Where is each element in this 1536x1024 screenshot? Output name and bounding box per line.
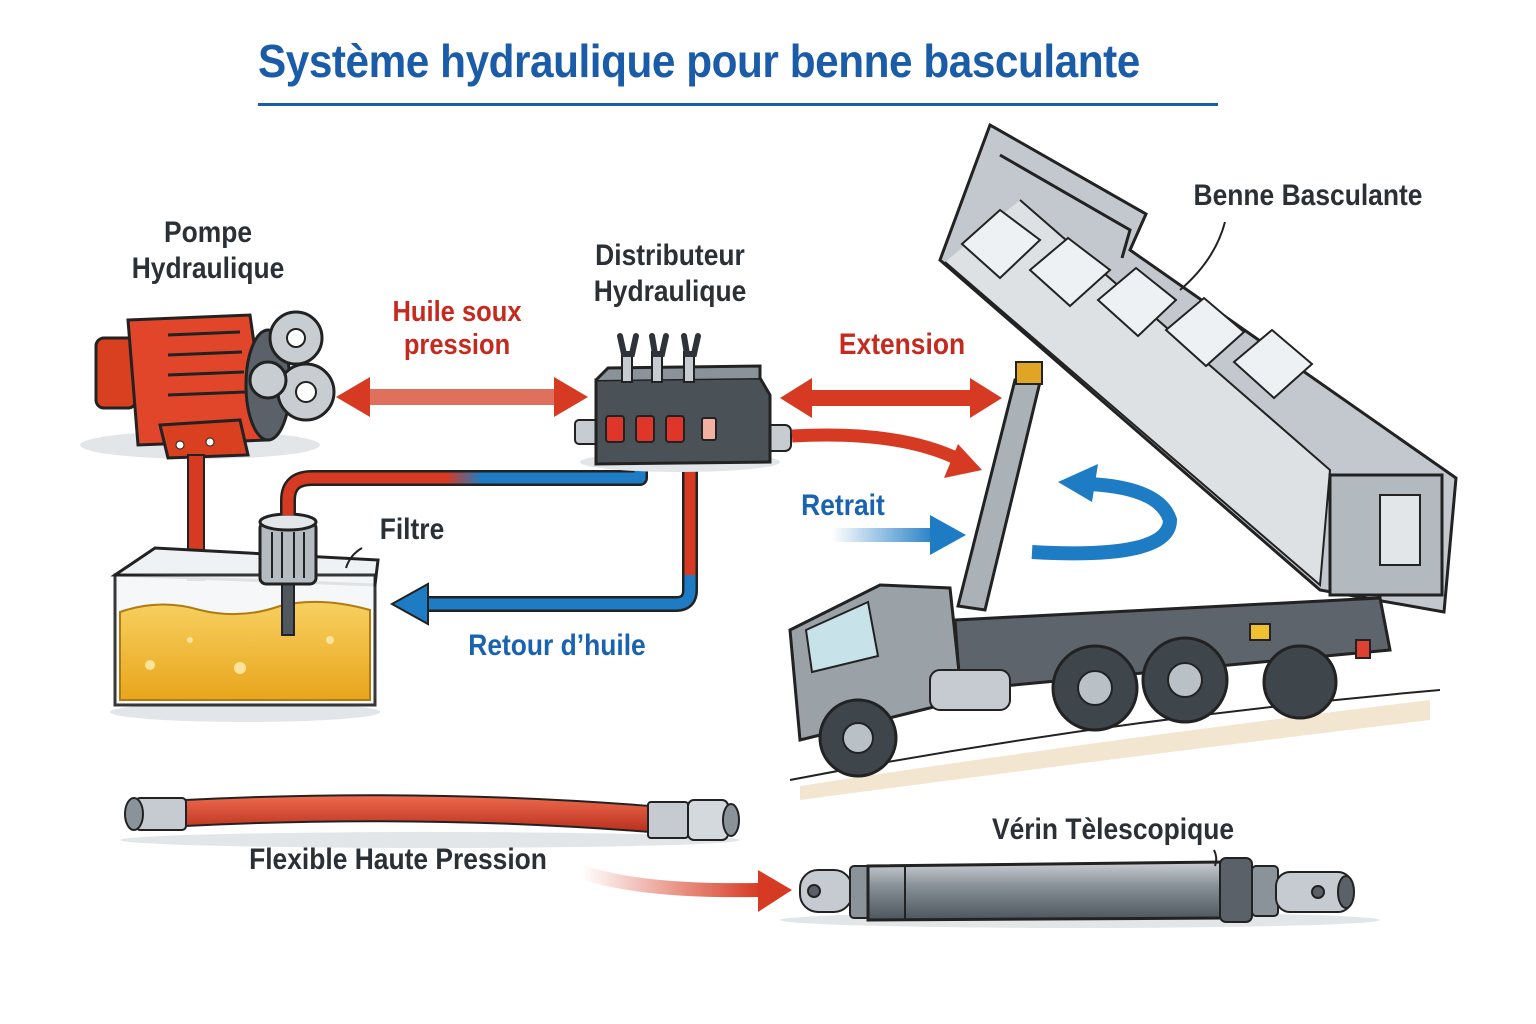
pressure-flow-label: Huile soux pression (382, 296, 532, 362)
retract-arrowhead (930, 515, 966, 555)
hose-label: Flexible Haute Pression (249, 843, 547, 876)
retract-arrow-shaft (832, 528, 938, 542)
dump-truck-icon (788, 122, 1458, 800)
filter-leader-line (345, 547, 363, 569)
extension-curve-arrow (791, 428, 963, 466)
dump-body-leader-line (1179, 221, 1226, 291)
extension-label: Extension (838, 328, 966, 361)
distributor-label-line1: Distributeur (595, 239, 745, 272)
pressure-double-arrow (336, 377, 588, 417)
return-arrowhead (389, 582, 429, 626)
retract-label: Retrait (801, 489, 885, 522)
cylinder-leader-line (1213, 849, 1218, 867)
control-valve-icon (574, 333, 792, 472)
telescopic-cylinder-icon (780, 857, 1380, 928)
title-underline (258, 103, 1218, 106)
filter-label: Filtre (379, 513, 445, 546)
diagram-title: Système hydraulique pour benne basculant… (258, 35, 1140, 87)
distributor-label: Distributeur Hydraulique (573, 238, 767, 310)
pump-label: Pompe Hydraulique (129, 215, 287, 287)
cylinder-label: Vérin Tèlescopique (991, 813, 1235, 846)
hose-to-cylinder-arrowhead (758, 870, 792, 912)
hose-icon (120, 794, 740, 848)
return-pipe (420, 575, 696, 610)
pressure-label-line1: Huile soux (392, 296, 522, 328)
extension-curve-arrowhead (944, 444, 982, 478)
filter-pipe (282, 462, 646, 515)
retract-curve-arrow (1031, 477, 1178, 561)
oil-tank-icon (110, 546, 380, 722)
filter-icon (258, 512, 318, 636)
distributor-label-line2: Hydraulique (593, 275, 747, 308)
dump-body-label: Benne Basculante (1193, 179, 1423, 212)
pressure-label-line2: pression (403, 329, 511, 361)
pump-label-line2: Hydraulique (131, 252, 285, 285)
hose-to-cylinder-arrow (579, 865, 761, 898)
filter-line-outline (280, 462, 648, 515)
extension-double-arrow (780, 378, 1002, 418)
pump-label-line1: Pompe (163, 216, 253, 249)
retract-curve-arrowhead (1058, 464, 1098, 502)
return-flow-label: Retour d’huile (468, 629, 646, 662)
hydraulic-pump-icon (80, 310, 336, 460)
